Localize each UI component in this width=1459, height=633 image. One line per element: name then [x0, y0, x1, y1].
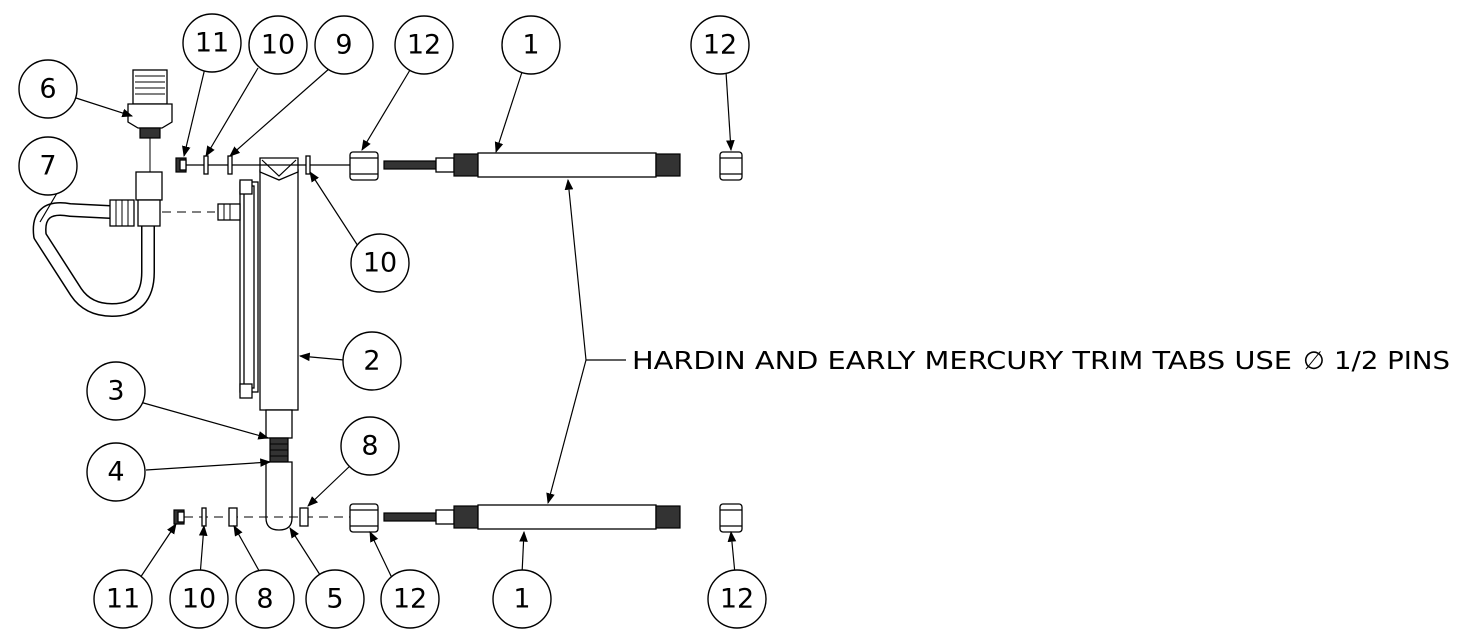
part-2-body: [217, 157, 299, 411]
top-pin-assembly: [349, 151, 743, 181]
balloon-bottom-5: 5: [305, 569, 365, 629]
bottom-pin-assembly: [349, 503, 743, 533]
balloon-label: 9: [335, 30, 352, 61]
balloon-mid-8: 8: [340, 416, 400, 476]
balloon-label: 11: [195, 28, 229, 59]
diameter-symbol: ∅: [1303, 346, 1325, 375]
balloon-label: 12: [720, 584, 754, 615]
balloon-top-10: 10: [248, 15, 308, 75]
balloon-label: 12: [703, 30, 737, 61]
balloon-bottom-10: 10: [169, 569, 229, 629]
balloon-left-6: 6: [18, 59, 78, 119]
balloon-label: 8: [256, 584, 273, 615]
part-5-block: [265, 461, 293, 531]
part-3-stud: [265, 409, 293, 463]
balloon-label: 6: [39, 74, 56, 105]
balloon-mid-3: 3: [86, 361, 146, 421]
balloon-top-11: 11: [182, 13, 242, 73]
balloon-label: 8: [361, 431, 378, 462]
balloon-mid-10: 10: [350, 233, 410, 293]
balloon-bottom-1: 1: [492, 569, 552, 629]
balloon-top-1: 1: [501, 15, 561, 75]
leader-lines: [39, 67, 737, 579]
balloon-label: 2: [363, 346, 380, 377]
balloon-label: 12: [407, 30, 441, 61]
part-6-fitting: [127, 69, 173, 172]
balloon-label: 1: [513, 584, 530, 615]
balloon-bottom-8: 8: [235, 569, 295, 629]
balloon-label: 10: [363, 248, 397, 279]
balloon-label: 1: [522, 30, 539, 61]
balloon-top-9: 9: [314, 15, 374, 75]
note-text: HARDIN AND EARLY MERCURY TRIM TABS USE: [632, 346, 1292, 375]
balloon-bottom-12-right: 12: [707, 569, 767, 629]
balloon-top-12-left: 12: [394, 15, 454, 75]
bottom-hardware-row: [173, 507, 350, 527]
balloon-top-12-right: 12: [690, 15, 750, 75]
balloon-mid-4: 4: [86, 442, 146, 502]
note-value: 1/2 PINS: [1334, 346, 1450, 375]
balloon-label: 12: [393, 584, 427, 615]
balloon-label: 5: [326, 584, 343, 615]
trim-tab-note: HARDIN AND EARLY MERCURY TRIM TABS USE ∅…: [632, 346, 1450, 375]
balloon-bottom-12-left: 12: [380, 569, 440, 629]
balloon-mid-2: 2: [342, 331, 402, 391]
balloon-label: 4: [107, 457, 124, 488]
balloon-label: 10: [182, 584, 216, 615]
balloon-bottom-11: 11: [93, 569, 153, 629]
balloon-label: 7: [39, 151, 56, 182]
balloon-left-7: 7: [18, 136, 78, 196]
balloon-label: 11: [106, 584, 140, 615]
balloon-label: 10: [261, 30, 295, 61]
balloon-label: 3: [107, 376, 124, 407]
part-7-tube: [32, 171, 215, 317]
